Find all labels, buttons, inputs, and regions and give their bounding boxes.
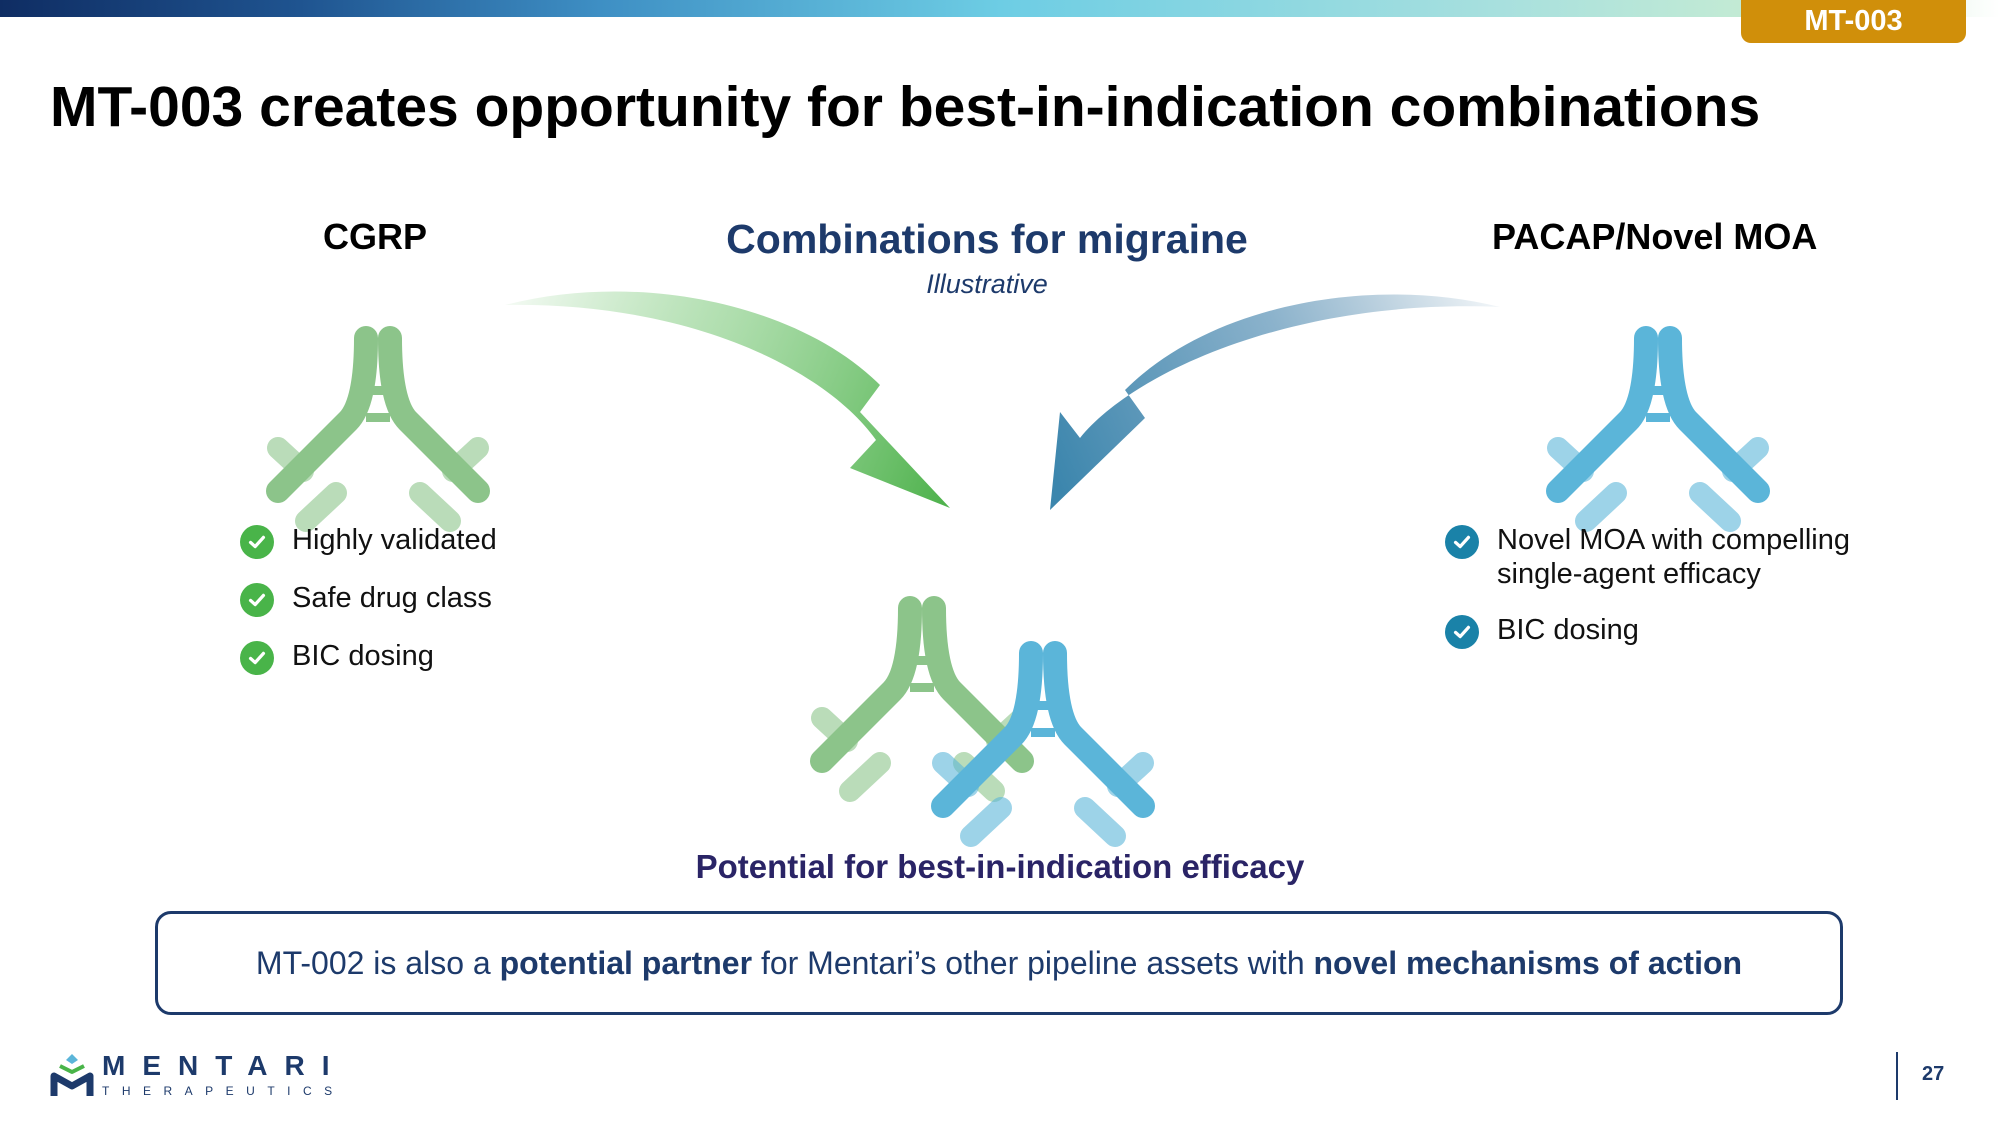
callout-box: MT-002 is also a potential partner for M…: [155, 911, 1843, 1015]
pacap-checklist: Novel MOA with compelling single-agent e…: [1445, 523, 1850, 649]
center-heading-block: Combinations for migraine Illustrative: [622, 216, 1352, 300]
footer-divider: [1896, 1052, 1898, 1100]
list-item: Highly validated: [240, 523, 497, 559]
list-item: BIC dosing: [240, 639, 497, 675]
mentari-logo-icon: [50, 1054, 94, 1096]
check-circle-icon: [240, 583, 274, 617]
efficacy-statement: Potential for best-in-indication efficac…: [695, 848, 1305, 885]
combined-blue-antibody: [943, 653, 1143, 836]
list-item: Safe drug class: [240, 581, 497, 617]
checklist-text: BIC dosing: [1497, 614, 1639, 646]
company-logo: MENTARI THERAPEUTICS: [50, 1052, 346, 1098]
cgrp-antibody: [278, 338, 478, 521]
cgrp-checklist: Highly validated Safe drug class BIC dos…: [240, 523, 497, 675]
illustrative-label: Illustrative: [926, 269, 1048, 299]
top-gradient-bar: [0, 0, 2000, 17]
slide-title: MT-003 creates opportunity for best-in-i…: [50, 75, 1761, 139]
blue-arrow: [1050, 294, 1500, 510]
checklist-text-line1: Novel MOA with compelling: [1497, 524, 1850, 556]
combinations-heading: Combinations for migraine: [726, 216, 1248, 262]
check-circle-icon: [240, 641, 274, 675]
logo-name: MENTARI: [102, 1050, 347, 1081]
callout-bold1: potential partner: [499, 944, 753, 981]
checklist-text: BIC dosing: [292, 640, 434, 672]
callout-part2: for Mentari’s other pipeline assets with: [752, 944, 1314, 981]
check-circle-icon: [1445, 525, 1479, 559]
checklist-text: Safe drug class: [292, 582, 492, 614]
pacap-antibody: [1558, 338, 1758, 521]
checklist-text-line2: single-agent efficacy: [1497, 558, 1761, 590]
page-number: 27: [1922, 1063, 1945, 1085]
callout-text: MT-002 is also a potential partner for M…: [256, 945, 1742, 982]
list-item: Novel MOA with compelling single-agent e…: [1445, 523, 1850, 591]
checklist-text: Novel MOA with compelling single-agent e…: [1497, 523, 1850, 591]
checklist-text: Highly validated: [292, 524, 497, 556]
callout-bold2: novel mechanisms of action: [1313, 944, 1743, 981]
check-circle-icon: [1445, 615, 1479, 649]
callout-part1: MT-002 is also a: [255, 944, 500, 981]
logo-tagline: THERAPEUTICS: [102, 1084, 345, 1098]
cgrp-heading: CGRP: [323, 216, 428, 257]
list-item: BIC dosing: [1445, 613, 1850, 649]
pacap-heading: PACAP/Novel MOA: [1492, 216, 1818, 257]
section-tag: MT-003: [1741, 0, 1966, 43]
check-circle-icon: [240, 525, 274, 559]
green-arrow: [505, 291, 950, 508]
